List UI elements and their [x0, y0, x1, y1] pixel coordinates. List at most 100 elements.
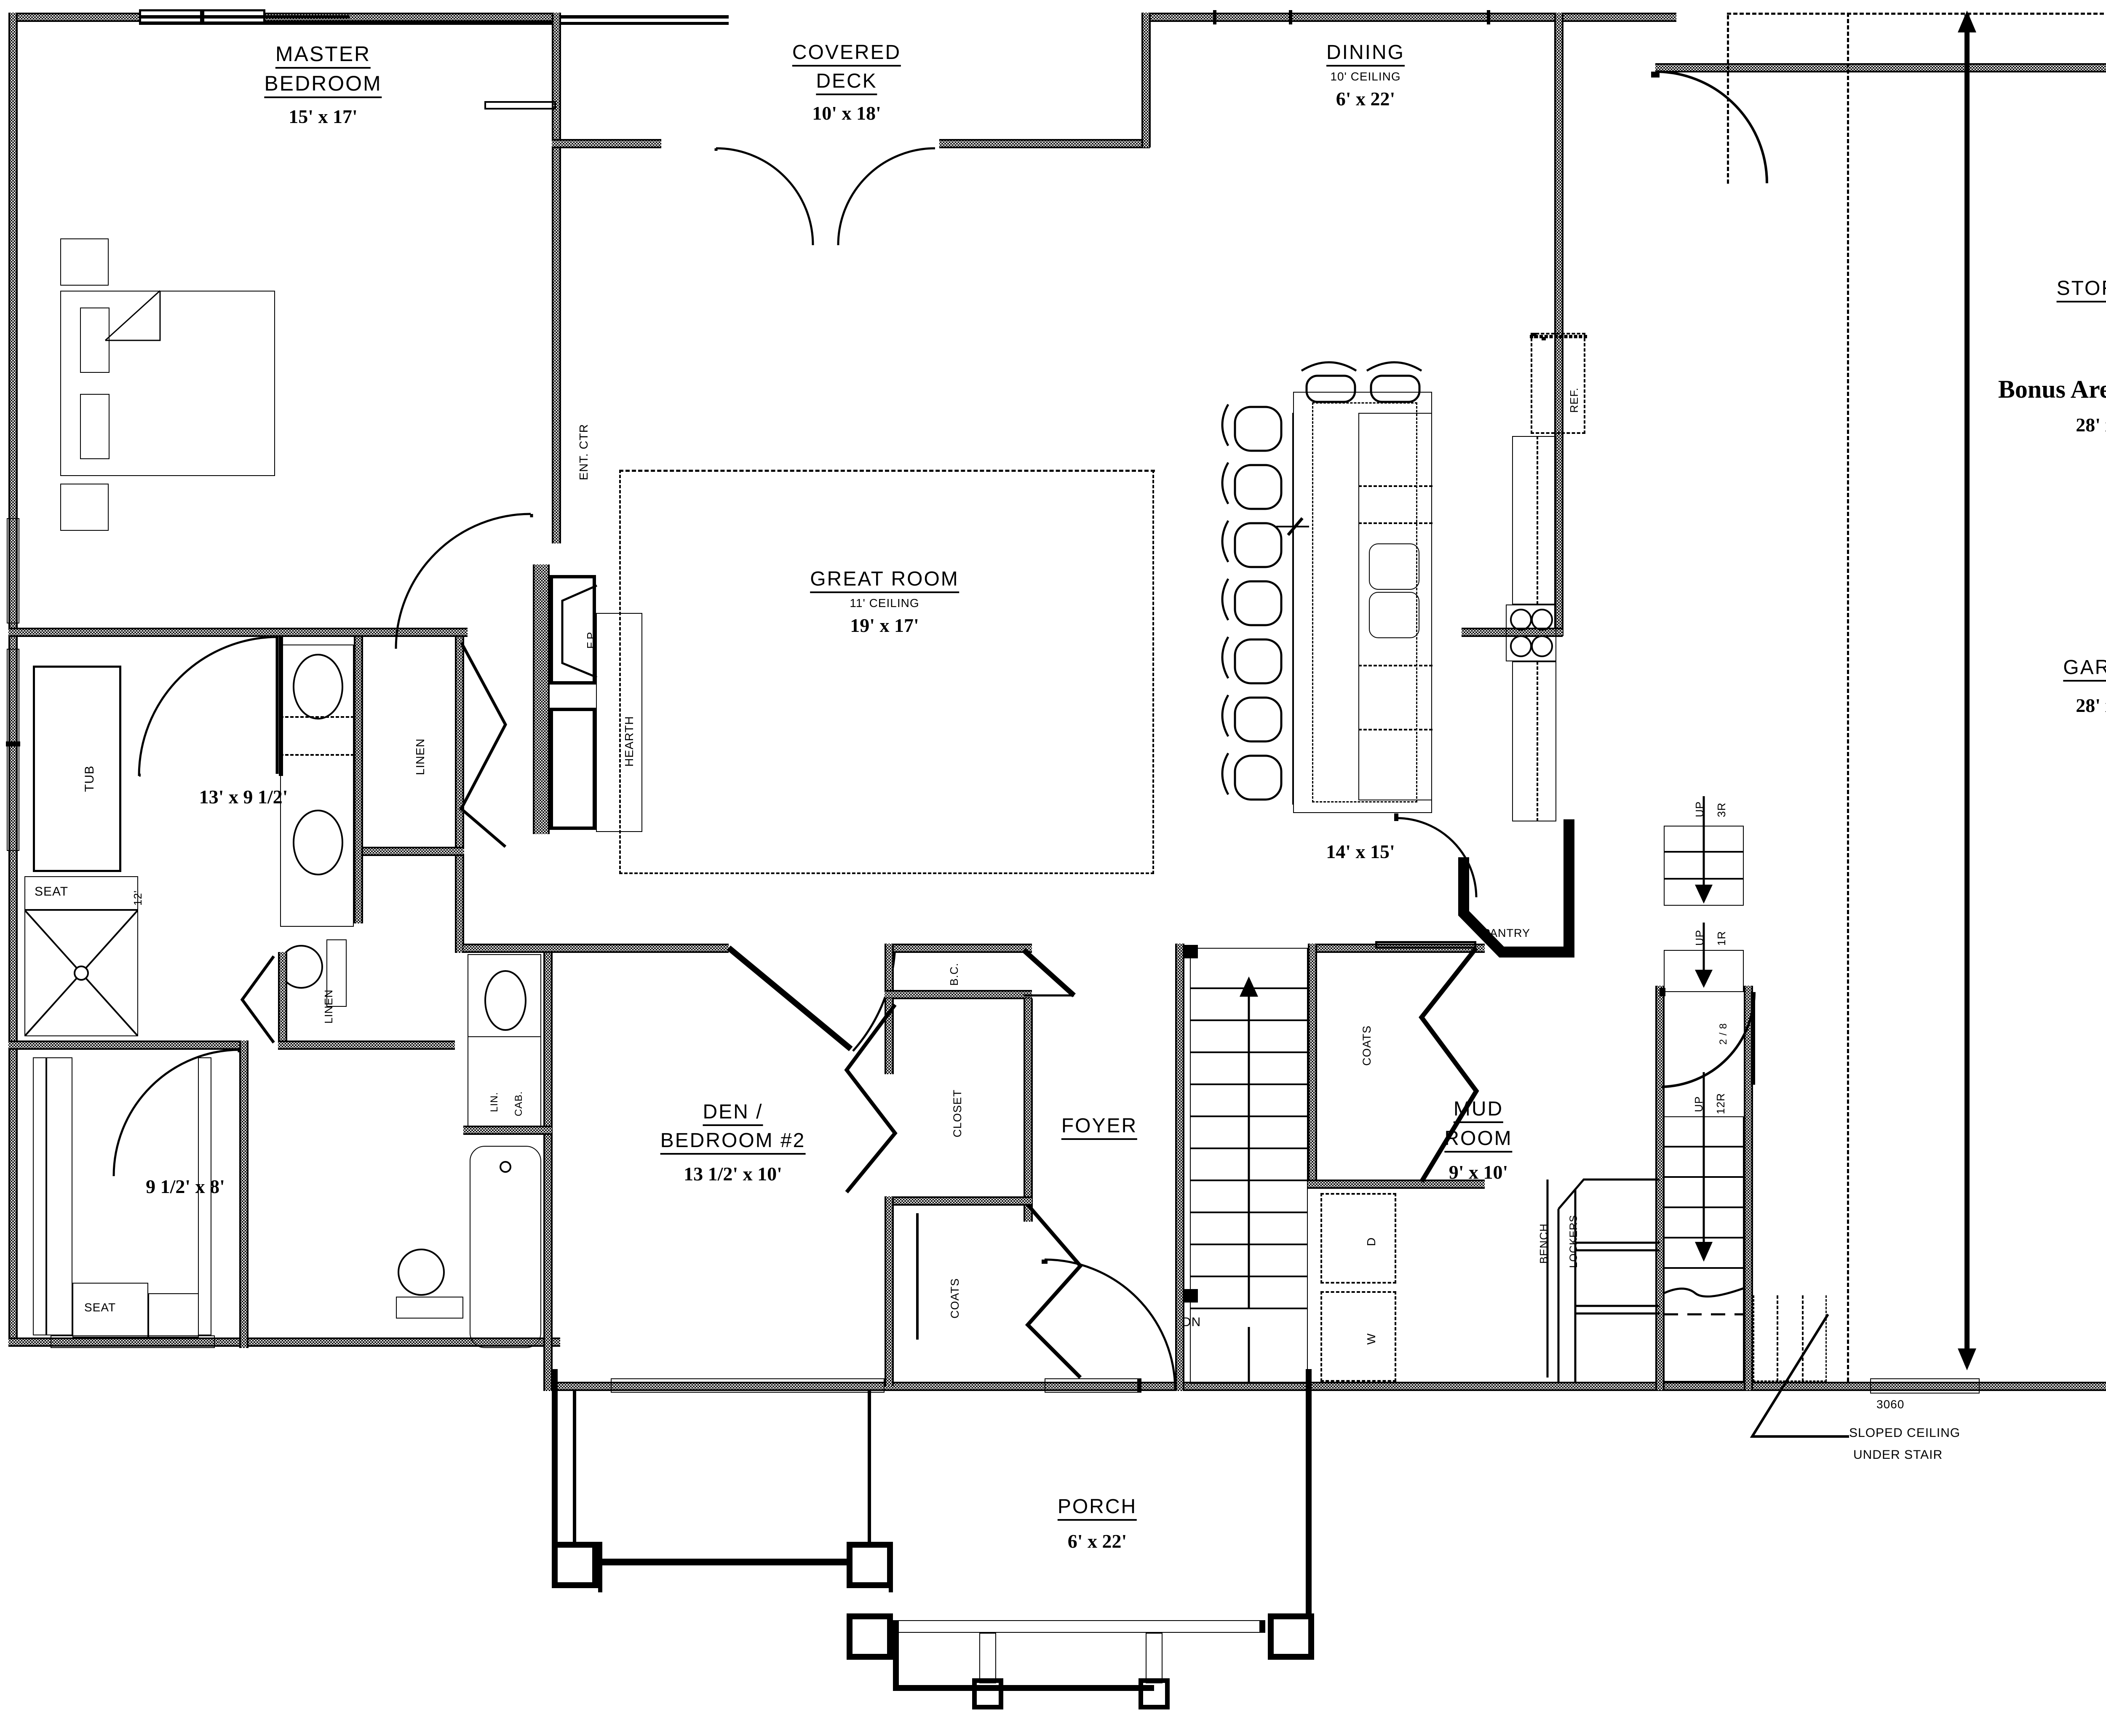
porch-step-post-cap-b: [1139, 1678, 1170, 1709]
room-label-storage: STORAGE: [2056, 278, 2106, 303]
window-foyer-south: [1045, 1378, 1141, 1393]
guest-toilet-tank: [396, 1297, 463, 1319]
wall-top-master: [8, 13, 139, 22]
front-door: [1042, 1258, 1176, 1391]
room-dim-den: 13 1/2' x 10': [684, 1163, 782, 1185]
wall-pantry-top: [1462, 628, 1563, 637]
stair-up-3r-label-b: 3R: [1715, 802, 1728, 817]
room-dim-dining: 6' x 22': [1336, 88, 1395, 110]
wall-linen-hall-bottom: [278, 1041, 455, 1050]
cooktop-burners: [1510, 609, 1553, 657]
porch-step-edge: [893, 1685, 1154, 1691]
closet-bifold-door: [844, 1003, 898, 1193]
sloped-ceiling-note-line1: SLOPED CEILING: [1849, 1426, 1961, 1440]
window-dining-c: [1487, 10, 1490, 24]
great-room-tray-top: [619, 470, 1155, 472]
wall-top-dining: [1150, 13, 1676, 22]
wall-den-top: [463, 944, 729, 953]
wall-left-exterior: [8, 13, 18, 628]
room-dim-mud: 9' x 10': [1449, 1161, 1508, 1183]
mud-shelf-top: [1375, 941, 1476, 949]
coats-foyer-label: COATS: [949, 1278, 961, 1319]
kitchen-counter-seam-upper: [1537, 436, 1538, 605]
linen-bath-bifold-door: [459, 642, 507, 848]
window-bath-mullion: [6, 741, 20, 746]
lockers: [1557, 1178, 1660, 1382]
sloped-ceiling-note-line2: UNDER STAIR: [1853, 1448, 1943, 1462]
fireplace-firebox: [550, 575, 596, 685]
storage-door: [1651, 70, 1768, 184]
window-den-south: [611, 1378, 885, 1393]
island-counter: [1358, 413, 1432, 800]
room-label-mud-line2: ROOM: [1444, 1128, 1513, 1153]
bonus-outline-top: [1727, 13, 2106, 15]
room-label-great-room: GREAT ROOM: [810, 568, 959, 594]
room-dim-porch: 6' x 22': [1067, 1530, 1127, 1552]
bonus-area-dimension-arrow: [1958, 11, 1976, 1370]
room-label-master-bedroom-line2: BEDROOM: [264, 72, 382, 98]
window-master-west: [7, 518, 19, 623]
porch-col-right: [1268, 1613, 1314, 1660]
wall-coats-left: [885, 1196, 894, 1386]
wall-master-to-hall: [350, 13, 560, 22]
fireplace-wall: [533, 564, 550, 834]
closet-seat: [72, 1283, 148, 1337]
island-overhang: [1312, 402, 1417, 802]
wall-bottom-closet: [8, 1337, 219, 1347]
shower: [24, 910, 138, 1036]
island-seam-a: [1358, 485, 1433, 487]
porch-step-edge-right: [1259, 1620, 1265, 1633]
bath-entry-door: [138, 636, 279, 777]
sloped-ceiling-leader: [1750, 1313, 1849, 1438]
fireplace-splay: [561, 584, 598, 679]
bonus-stair-treads: [1663, 1072, 1744, 1316]
stair-up-12r-label-b: 12R: [1714, 1093, 1727, 1114]
porch-step-post-a: [979, 1633, 996, 1683]
wall-mud-coats-left: [1308, 944, 1317, 1188]
stair-down-label: DN: [1182, 1315, 1201, 1329]
wall-left-exterior-3: [8, 861, 18, 1346]
room-label-den-line2: BEDROOM #2: [660, 1130, 806, 1155]
stair-main-treads: [1190, 976, 1308, 1384]
wall-linen-bath-bottom: [363, 847, 464, 856]
wall-closet-top: [8, 1041, 249, 1050]
wall-bottom-mud: [1175, 1382, 1752, 1391]
island-sink-basin-b: [1369, 592, 1419, 638]
guest-toilet: [398, 1249, 445, 1296]
shower-seat-width: 12': [131, 890, 144, 906]
room-dim-master-bath: 13' x 9 1/2': [199, 786, 288, 808]
wall-den-left: [543, 944, 553, 1391]
garage-entry-door-3060: [1870, 1378, 1980, 1394]
window-closet-south: [51, 1335, 215, 1348]
porch-rail-b: [889, 1542, 893, 1592]
porch-rail-a: [598, 1542, 602, 1592]
bc-label: B.C.: [948, 963, 960, 986]
ref-box: [1531, 333, 1585, 434]
bc-door: [1021, 948, 1076, 998]
master-to-bath-door: [395, 513, 533, 649]
stair-newel-bottom: [1184, 1289, 1198, 1303]
room-label-foyer: FOYER: [1061, 1115, 1138, 1140]
bed-coverlet-fold: [104, 290, 161, 341]
nightstand-upper: [60, 238, 109, 286]
linen-bath-label: LINEN: [414, 738, 427, 775]
wall-garage-bottom: [1752, 1382, 2106, 1391]
wall-stair-right: [1744, 986, 1753, 1390]
bonus-area-dim: 28' x 42': [2076, 414, 2106, 436]
wall-bottom-den: [543, 1382, 1175, 1391]
closet-seat-label: SEAT: [84, 1301, 116, 1314]
vanity-sink-lower: [293, 810, 343, 875]
wall-mud-left: [1175, 944, 1184, 1391]
under-stair-zone: [1753, 1295, 1827, 1382]
porch-beam-left: [598, 1559, 851, 1565]
master-closet-door: [112, 1049, 241, 1177]
wall-bath-top: [8, 628, 468, 637]
room-dim-master-bedroom: 15' x 17': [289, 106, 358, 127]
cooktop: [1506, 605, 1556, 661]
vanity-sink-upper: [293, 654, 343, 720]
island-seam-c: [1358, 665, 1433, 666]
wall-deck-south-right: [939, 139, 1150, 148]
stair-up-1r-label-b: 1R: [1715, 931, 1728, 946]
washer: [1320, 1291, 1396, 1382]
closet-label: CLOSET: [951, 1089, 964, 1137]
